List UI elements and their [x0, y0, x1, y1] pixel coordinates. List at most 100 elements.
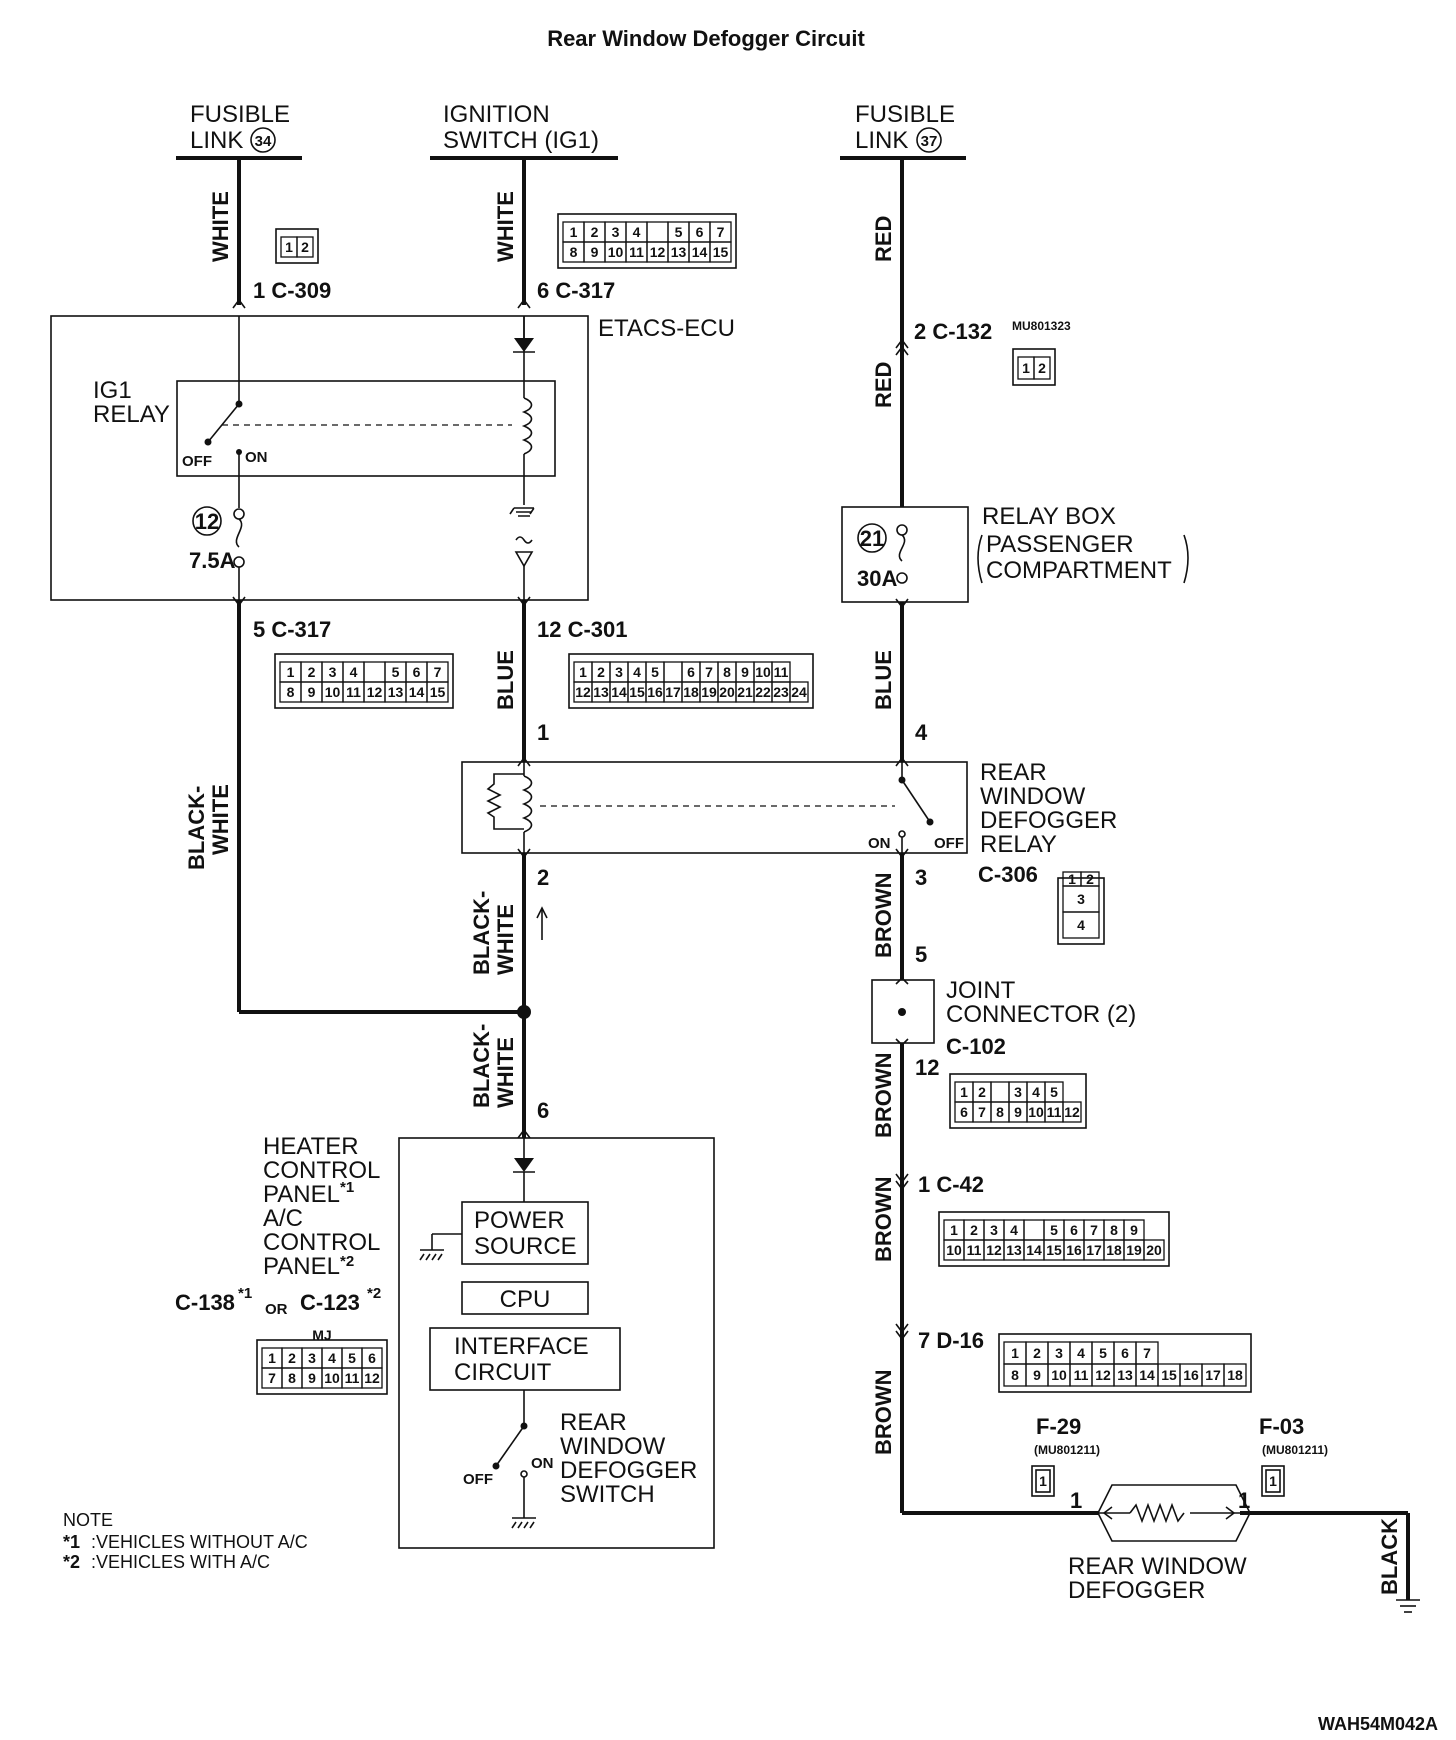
- drawing-code: WAH54M042A: [1318, 1714, 1438, 1734]
- svg-text:PASSENGER: PASSENGER: [986, 531, 1134, 558]
- svg-text:HEATER: HEATER: [263, 1133, 359, 1160]
- svg-text:*1: *1: [238, 1285, 252, 1302]
- pin-label: 12: [364, 1370, 380, 1386]
- pin-cell: [663, 661, 683, 683]
- pin-label: 10: [1051, 1367, 1067, 1383]
- svg-text:LINK: LINK: [190, 127, 243, 154]
- svg-text:WHITE: WHITE: [208, 784, 233, 855]
- pin-label: 7: [268, 1370, 276, 1386]
- svg-text::VEHICLES WITHOUT A/C: :VEHICLES WITHOUT A/C: [91, 1532, 308, 1552]
- pin-label: 10: [1028, 1104, 1044, 1120]
- mj-label: MJ: [312, 1327, 331, 1343]
- pin-cell: [363, 661, 386, 683]
- pin-label: 2: [970, 1222, 978, 1238]
- svg-text:RELAY: RELAY: [980, 831, 1057, 858]
- pin-label: 9: [1033, 1367, 1041, 1383]
- pin-cell: [1062, 1101, 1082, 1123]
- svg-text:PANEL: PANEL: [263, 1253, 340, 1280]
- pin-label: 7: [1090, 1222, 1098, 1238]
- svg-text:CONTROL: CONTROL: [263, 1157, 380, 1184]
- pin-label: 10: [755, 664, 771, 680]
- wire-label-red-2: RED: [871, 362, 896, 408]
- connector-c102: C-102: [946, 1034, 1006, 1059]
- heater-panel-labels: HEATER CONTROL PANEL *1 A/C CONTROL PANE…: [175, 1133, 381, 1318]
- connector-c132: 2 C-132: [914, 319, 992, 344]
- svg-text:PANEL: PANEL: [263, 1181, 340, 1208]
- pin-label: 10: [608, 244, 624, 260]
- pin-label: 13: [593, 684, 609, 700]
- pin-label: 10: [324, 1370, 340, 1386]
- pin-label: 3: [1014, 1084, 1022, 1100]
- pin-label: 14: [1026, 1242, 1042, 1258]
- pin-label: 13: [1006, 1242, 1022, 1258]
- pin-label: 15: [430, 684, 446, 700]
- pin-label: 18: [683, 684, 699, 700]
- pin-label: 4: [1032, 1084, 1040, 1100]
- wire-label-white-1: WHITE: [208, 191, 233, 262]
- wire-label-black-white-1: BLACK- WHITE: [184, 784, 233, 870]
- svg-text:POWER: POWER: [474, 1207, 565, 1234]
- pin-label: 15: [629, 684, 645, 700]
- connector-c317-top: 6 C-317: [537, 278, 615, 303]
- svg-text:A/C: A/C: [263, 1205, 303, 1232]
- pin-label: 6: [687, 664, 695, 680]
- pin-label: 6: [368, 1350, 376, 1366]
- pin-label: 11: [345, 1370, 360, 1386]
- svg-text:SOURCE: SOURCE: [474, 1233, 577, 1260]
- pin-label: 4: [350, 664, 358, 680]
- svg-text:1: 1: [1238, 1488, 1250, 1513]
- pin-4: 4: [915, 720, 928, 745]
- svg-text:34: 34: [255, 133, 272, 150]
- svg-text:DEFOGGER: DEFOGGER: [560, 1457, 697, 1484]
- svg-text:21: 21: [860, 526, 884, 551]
- pin-label: 20: [719, 684, 735, 700]
- connector-c306: C-306: [978, 862, 1038, 887]
- wire-left: [237, 158, 524, 1014]
- pin-label: 3: [612, 224, 620, 240]
- pin-label: 9: [741, 664, 749, 680]
- pin-label: 5: [392, 664, 400, 680]
- pin-label: 21: [737, 684, 753, 700]
- svg-text:CONTROL: CONTROL: [263, 1229, 380, 1256]
- pin-label: 8: [996, 1104, 1004, 1120]
- pin-label: 2: [1086, 871, 1094, 887]
- notes: NOTE *1 :VEHICLES WITHOUT A/C *2 :VEHICL…: [63, 1510, 308, 1572]
- svg-text:CONNECTOR (2): CONNECTOR (2): [946, 1001, 1136, 1028]
- svg-text:*1: *1: [340, 1179, 354, 1196]
- pin-label: 13: [388, 684, 404, 700]
- pin-label: 12: [1095, 1367, 1111, 1383]
- svg-text:NOTE: NOTE: [63, 1510, 113, 1530]
- pin-label: 17: [665, 684, 681, 700]
- svg-text:COMPARTMENT: COMPARTMENT: [986, 557, 1172, 584]
- pin-label: 2: [591, 224, 599, 240]
- pin-label: 22: [755, 684, 771, 700]
- svg-text:F-03: F-03: [1259, 1414, 1304, 1439]
- svg-text:30A: 30A: [857, 566, 897, 591]
- wire-label-brown-3: BROWN: [871, 1176, 896, 1262]
- pin-label: 16: [647, 684, 663, 700]
- pin-cell: [646, 221, 669, 243]
- pin-label: 7: [717, 224, 725, 240]
- pin-label: 3: [329, 664, 337, 680]
- pin-label: 11: [774, 664, 789, 680]
- pin-label: 4: [328, 1350, 336, 1366]
- wire-label-brown-4: BROWN: [871, 1369, 896, 1455]
- svg-text:WINDOW: WINDOW: [980, 783, 1086, 810]
- wire-label-red-1: RED: [871, 216, 896, 262]
- pin-cell: [1033, 356, 1051, 380]
- pin-label: 12: [1064, 1104, 1080, 1120]
- connector-c301: 12 C-301: [537, 617, 628, 642]
- pin-label: 24: [791, 684, 807, 700]
- svg-text:REAR: REAR: [980, 759, 1047, 786]
- connector-c317-bottom: 5 C-317: [253, 617, 331, 642]
- svg-text:*2: *2: [63, 1552, 80, 1572]
- pin-label: 6: [413, 664, 421, 680]
- wire-label-brown-2: BROWN: [871, 1052, 896, 1138]
- svg-text:ON: ON: [245, 449, 268, 466]
- svg-text:REAR WINDOW: REAR WINDOW: [1068, 1553, 1247, 1580]
